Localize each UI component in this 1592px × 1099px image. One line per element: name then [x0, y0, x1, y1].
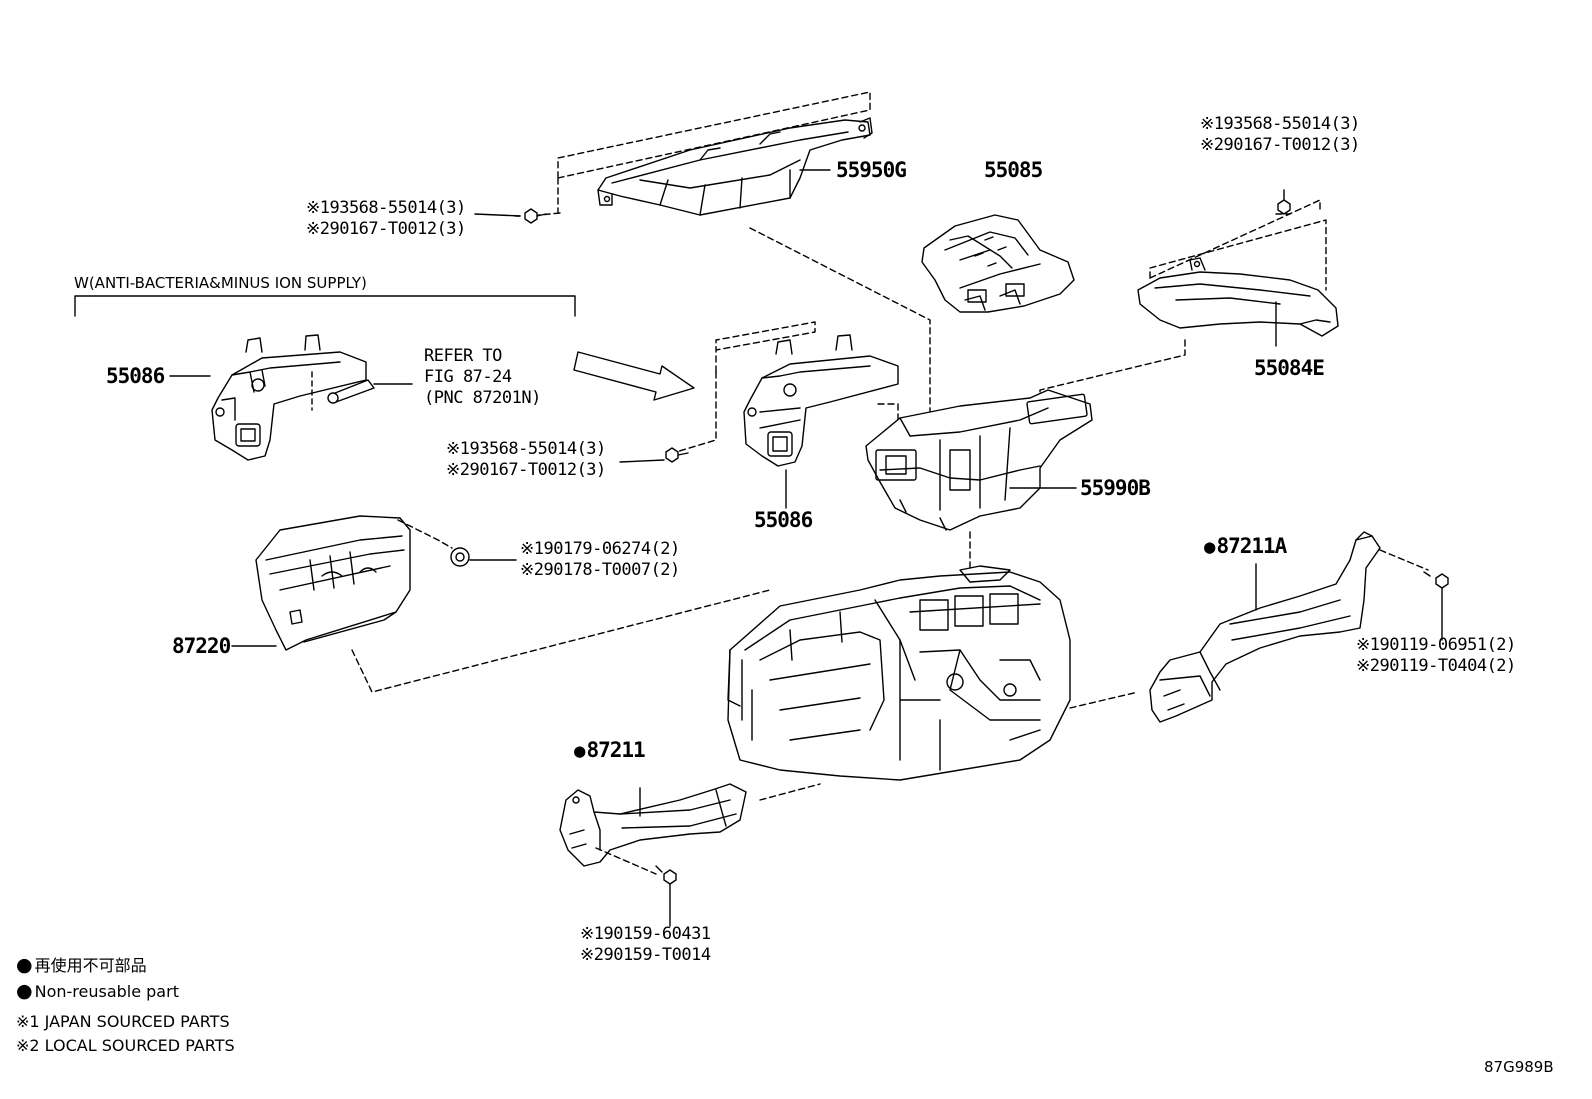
part-label-55086-left: 55086 — [106, 364, 165, 388]
part-label-55084E: 55084E — [1254, 356, 1325, 380]
fastener-top-right-2: ※290167-T0012(3) — [1200, 135, 1360, 155]
legend-note-2: ※2 LOCAL SOURCED PARTS — [16, 1036, 235, 1055]
refer-note-line3: (PNC 87201N) — [424, 388, 541, 408]
fastener-nut-87220-1: ※190179-06274(2) — [520, 539, 680, 559]
bolt-87211A — [1423, 571, 1449, 589]
fastener-center-1: ※193568-55014(3) — [446, 439, 606, 459]
hvac-unit-drawing — [727, 565, 1071, 781]
part-label-55086-center: 55086 — [754, 508, 813, 532]
connector-refer — [327, 379, 375, 404]
bolt-top-right — [1277, 189, 1291, 215]
part-87220-drawing — [255, 515, 411, 651]
dash-55084E — [1039, 199, 1327, 399]
dash-87211 — [595, 847, 657, 875]
bolt-87211 — [655, 865, 677, 885]
legend-note-1: ※1 JAPAN SOURCED PARTS — [16, 1012, 230, 1031]
refer-note-line2: FIG 87-24 — [424, 367, 512, 387]
fastener-87211A-1: ※190119-06951(2) — [1356, 635, 1516, 655]
part-55086-center-drawing — [743, 334, 899, 467]
part-label-55950G: 55950G — [836, 158, 907, 182]
legend-non-reusable-en: Non-reusable part — [16, 982, 179, 1001]
fastener-87211-2: ※290159-T0014 — [580, 945, 711, 965]
fastener-top-right-1: ※193568-55014(3) — [1200, 114, 1360, 134]
dash-hvac — [759, 531, 1139, 801]
arrow-shape — [573, 351, 695, 401]
part-label-55085: 55085 — [984, 158, 1043, 182]
nut-87220 — [450, 547, 470, 567]
fastener-87211A-2: ※290119-T0404(2) — [1356, 656, 1516, 676]
figure-id: 87G989B — [1484, 1058, 1554, 1076]
part-label-87211: 87211 — [574, 740, 645, 761]
dash-55086-center — [675, 321, 899, 453]
refer-note-line1: REFER TO — [424, 346, 502, 366]
leader-fastener-center — [619, 459, 665, 463]
fastener-center-2: ※290167-T0012(3) — [446, 460, 606, 480]
dash-87211A — [1379, 549, 1429, 571]
part-87211A-drawing — [1149, 531, 1381, 723]
part-55084E-drawing — [1137, 257, 1339, 337]
condition-label: W(ANTI-BACTERIA&MINUS ION SUPPLY) — [74, 274, 367, 292]
fastener-nut-87220-2: ※290178-T0007(2) — [520, 560, 680, 580]
fastener-top-left-1: ※193568-55014(3) — [306, 198, 466, 218]
dash-87220 — [351, 519, 771, 693]
bolt-center — [665, 447, 689, 463]
condition-bracket — [74, 295, 576, 317]
part-55950G-drawing — [597, 117, 873, 216]
part-55085-drawing — [921, 214, 1075, 313]
legend-non-reusable-jp: 再使用不可部品 — [16, 956, 147, 975]
part-label-87211A: 87211A — [1204, 536, 1287, 557]
part-55086-left-drawing — [211, 334, 367, 461]
leader-fastener-top-left — [474, 213, 521, 217]
part-label-87220: 87220 — [172, 634, 231, 658]
part-87211-drawing — [559, 783, 747, 867]
fastener-top-left-2: ※290167-T0012(3) — [306, 219, 466, 239]
part-55990B-drawing — [865, 389, 1093, 531]
part-label-55990B: 55990B — [1080, 476, 1151, 500]
fastener-87211-1: ※190159-60431 — [580, 924, 711, 944]
